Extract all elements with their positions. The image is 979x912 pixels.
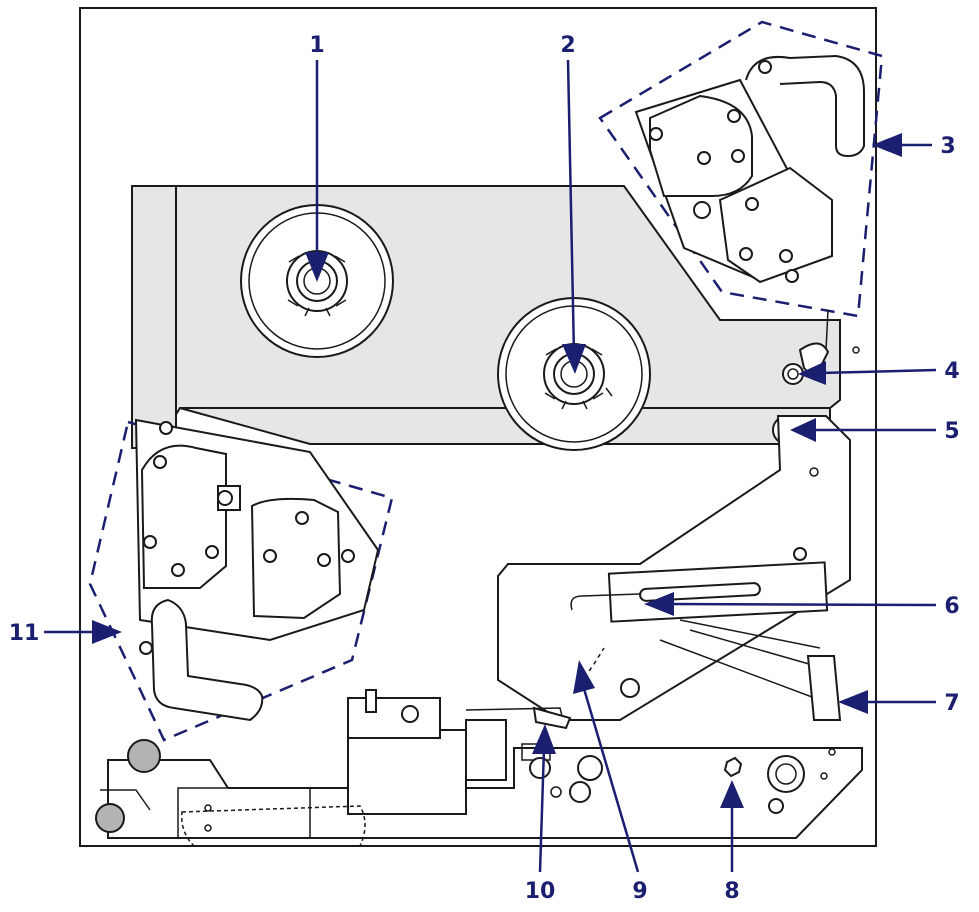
media-sensor-arm (497, 415, 851, 721)
callout-label-7: 7 (944, 691, 959, 716)
peel-rollers (95, 739, 161, 833)
callout-label-4: 4 (944, 359, 959, 384)
leader-9 (580, 681, 640, 873)
leader-10 (538, 747, 546, 873)
callout-label-3: 3 (940, 134, 955, 159)
callout-label-11: 11 (9, 621, 40, 646)
callout-label-6: 6 (944, 594, 959, 619)
arrowhead-6 (644, 592, 674, 616)
callout-label-9: 9 (632, 879, 647, 904)
callout-label-8: 8 (724, 879, 739, 904)
callout-label-10: 10 (525, 879, 556, 904)
arrowhead-11 (92, 620, 122, 644)
leader-6 (667, 602, 937, 607)
leader-2 (566, 59, 576, 356)
arrowhead-1 (305, 252, 329, 282)
callout-label-5: 5 (944, 419, 959, 444)
ribbon-takeup-spindle (497, 297, 651, 451)
arrowhead-10 (532, 724, 556, 754)
arrowhead-3 (872, 133, 902, 157)
callout-label-2: 2 (560, 33, 575, 58)
arrowhead-7 (838, 690, 868, 714)
arrowhead-4 (798, 361, 826, 385)
arrowhead-8 (720, 780, 744, 808)
callout-labels: 1 2 3 4 5 6 7 8 9 10 11 (9, 33, 960, 904)
callout-leaders (44, 59, 937, 873)
arrowhead-5 (790, 418, 816, 442)
arrowhead-9 (573, 660, 595, 694)
leader-4 (819, 368, 937, 375)
arrowhead-2 (562, 344, 586, 374)
ribbon-tension-spring (620, 619, 842, 721)
callout-label-1: 1 (309, 33, 324, 58)
upper-printhead-assembly (598, 20, 884, 318)
lower-platen-assembly (107, 689, 863, 847)
lower-printhead-assembly (88, 418, 394, 742)
